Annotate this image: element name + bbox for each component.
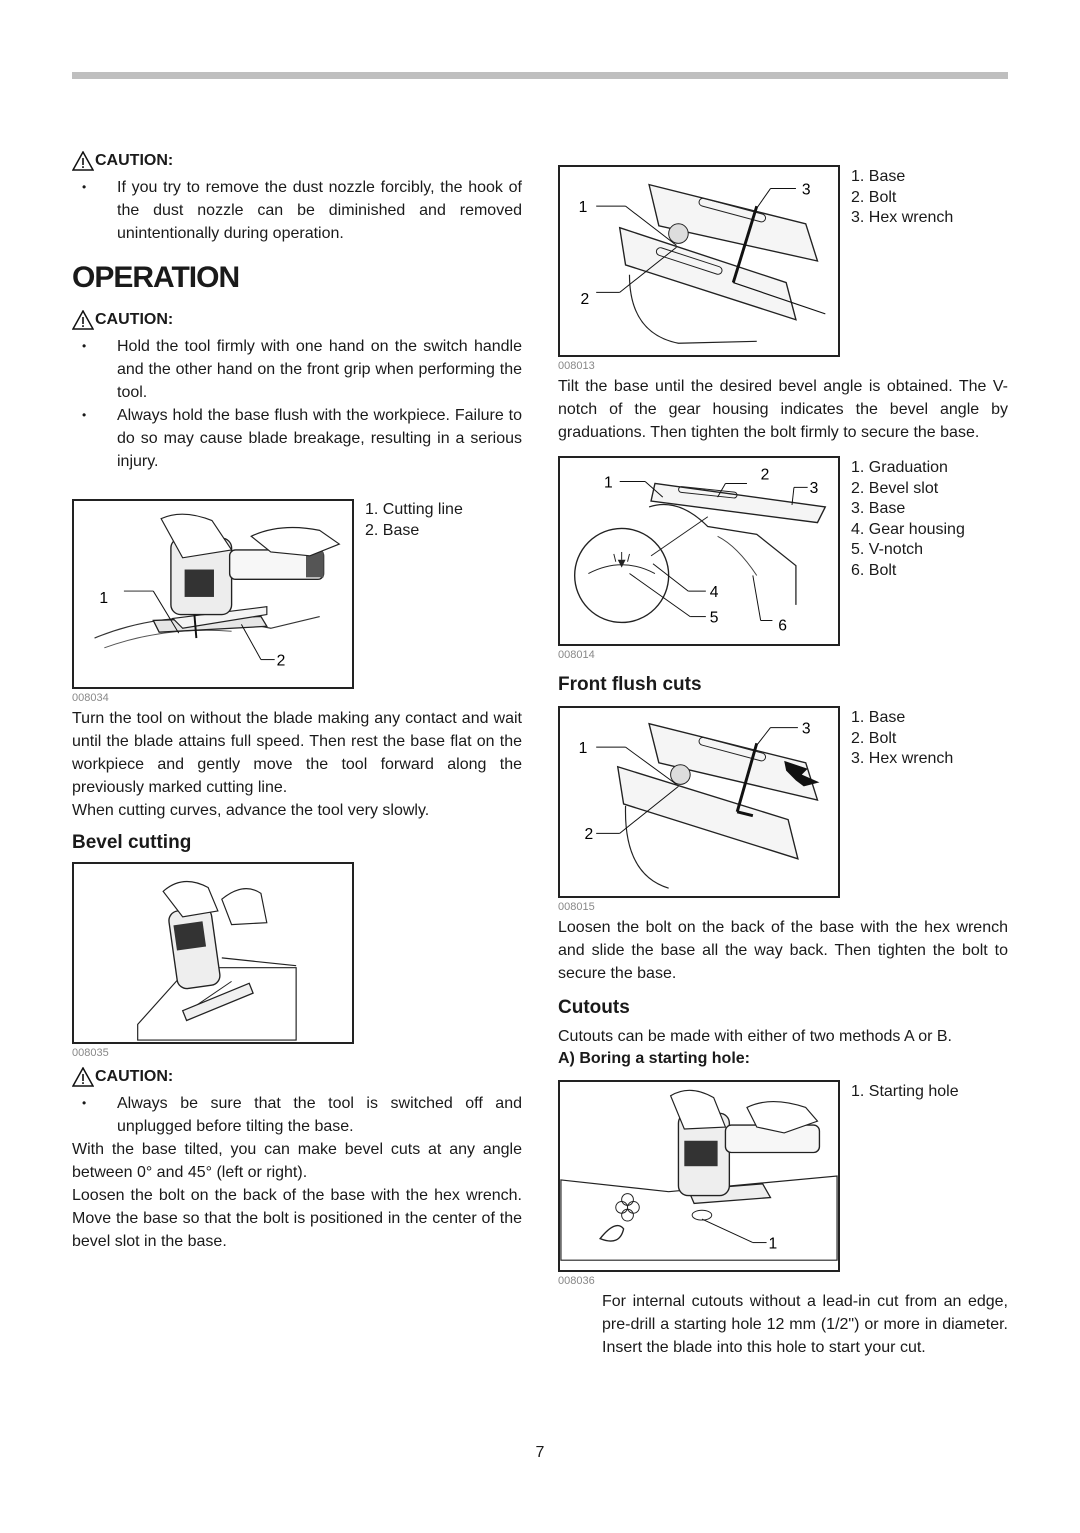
- legend-item: 1. Base: [851, 709, 906, 726]
- jigsaw-bevel-illustration: [137, 881, 297, 1041]
- subsection-title: Front flush cuts: [558, 674, 702, 695]
- callout-1: 1: [769, 1235, 778, 1252]
- figure-legend: 1. Graduation 2. Bevel slot 3. Base 4. G…: [851, 458, 965, 582]
- callout-3: 3: [810, 480, 819, 497]
- legend-item: 1. Base: [851, 168, 906, 185]
- callout-4: 4: [710, 584, 719, 601]
- figure-legend: 1. Cutting line 2. Base: [365, 500, 463, 541]
- caution-label: CAUTION:: [95, 1068, 174, 1085]
- figure-cutting-line: 1 2 1. Cutting line 2. Base: [72, 499, 522, 689]
- callout-1: 1: [604, 474, 613, 491]
- figure-legend: 1. Base 2. Bolt 3. Hex wrench: [851, 708, 953, 770]
- warning-triangle-icon: [72, 310, 94, 330]
- figure-code: 008035: [72, 1047, 109, 1059]
- legend-item: 1. Starting hole: [851, 1083, 959, 1100]
- jigsaw-cutting-illustration: 1 2: [94, 513, 341, 669]
- callout-1: 1: [579, 740, 588, 757]
- subsection-title: Bevel cutting: [72, 832, 192, 853]
- paragraph: Turn the tool on without the blade makin…: [72, 710, 522, 796]
- figure-frame: 1: [558, 1080, 840, 1272]
- paragraph: Cutouts can be made with either of two m…: [558, 1028, 952, 1045]
- figure-legend: 1. Base 2. Bolt 3. Hex wrench: [851, 167, 953, 229]
- warning-triangle-icon: [72, 1067, 94, 1087]
- caution-label: CAUTION:: [95, 152, 174, 169]
- legend-item: 2. Bevel slot: [851, 479, 939, 497]
- caution-item: Hold the tool firmly with one hand on th…: [72, 335, 522, 404]
- legend-item: 2. Bolt: [851, 188, 897, 206]
- legend-item: 2. Base: [365, 521, 420, 539]
- caution-list: Hold the tool firmly with one hand on th…: [72, 335, 522, 473]
- figure-starting-hole: 1 1. Starting hole: [558, 1080, 1008, 1272]
- legend-item: 2. Bolt: [851, 729, 897, 747]
- callout-1: 1: [99, 590, 108, 607]
- figure-bevel-cutting: [72, 862, 354, 1044]
- left-column: CAUTION: If you try to remove the dust n…: [72, 150, 522, 1253]
- callout-1: 1: [579, 199, 588, 216]
- section-title: OPERATION: [72, 261, 240, 294]
- callout-6: 6: [778, 617, 787, 634]
- legend-item: 6. Bolt: [851, 561, 897, 579]
- page-number: 7: [535, 1444, 545, 1461]
- bevel-graduation-illustration: 1 2 3 4 5 6: [573, 467, 827, 634]
- callout-3: 3: [802, 720, 811, 737]
- paragraph: Loosen the bolt on the back of the base …: [72, 1187, 522, 1250]
- caution-label: CAUTION:: [95, 311, 174, 328]
- callout-2: 2: [761, 467, 770, 484]
- paragraph: With the base tilted, you can make bevel…: [72, 1141, 522, 1181]
- callout-2: 2: [581, 291, 590, 308]
- subsection-title: Cutouts: [558, 997, 630, 1018]
- caution-heading: CAUTION:: [72, 150, 522, 172]
- header-rule: [72, 72, 1008, 79]
- base-hex-wrench-illustration: 1 2 3: [579, 181, 826, 344]
- caution-item: If you try to remove the dust nozzle for…: [72, 176, 522, 245]
- caution-list: Always be sure that the tool is switched…: [72, 1092, 522, 1138]
- figure-code: 008014: [558, 649, 595, 661]
- figure-graduation: 1 2 3 4 5 6 1. Graduation 2. Bevel slot …: [558, 456, 1008, 646]
- paragraph: Tilt the base until the desired bevel an…: [558, 378, 1008, 441]
- warning-triangle-icon: [72, 151, 94, 171]
- figure-code: 008013: [558, 360, 595, 372]
- figure-legend: 1. Starting hole: [851, 1082, 959, 1103]
- figure-code: 008034: [72, 692, 109, 704]
- right-column: 1 2 3 1. Base 2. Bolt 3. Hex wrench 0080…: [558, 165, 1008, 1359]
- legend-item: 1. Graduation: [851, 459, 948, 476]
- legend-item: 5. V-notch: [851, 541, 924, 559]
- figure-base-bolt: 1 2 3 1. Base 2. Bolt 3. Hex wrench: [558, 165, 1008, 357]
- legend-item: 3. Hex wrench: [851, 750, 954, 768]
- callout-3: 3: [802, 181, 811, 198]
- front-flush-illustration: 1 2 3: [579, 720, 820, 889]
- figure-frame: 1 2 3: [558, 165, 840, 357]
- caution-item: Always hold the base flush with the work…: [72, 404, 522, 473]
- figure-frame: 1 2 3 4 5 6: [558, 456, 840, 646]
- callout-2: 2: [584, 826, 593, 843]
- legend-item: 3. Base: [851, 500, 906, 518]
- starting-hole-illustration: 1: [560, 1089, 838, 1261]
- figure-code: 008015: [558, 901, 595, 913]
- legend-item: 4. Gear housing: [851, 520, 965, 538]
- callout-5: 5: [710, 609, 719, 626]
- caution-heading: CAUTION:: [72, 1066, 522, 1088]
- caution-list: If you try to remove the dust nozzle for…: [72, 176, 522, 245]
- caution-heading: CAUTION:: [72, 309, 522, 331]
- legend-item: 1. Cutting line: [365, 501, 463, 518]
- figure-code: 008036: [558, 1275, 595, 1287]
- figure-frame: 1 2 3: [558, 706, 840, 898]
- figure-frame: 1 2: [72, 499, 354, 689]
- legend-item: 3. Hex wrench: [851, 209, 954, 227]
- paragraph: Loosen the bolt on the back of the base …: [558, 919, 1008, 982]
- method-title: A) Boring a starting hole:: [558, 1050, 750, 1067]
- caution-item: Always be sure that the tool is switched…: [72, 1092, 522, 1138]
- figure-front-flush: 1 2 3 1. Base 2. Bolt 3. Hex wrench: [558, 706, 1008, 898]
- paragraph: For internal cutouts without a lead-in c…: [602, 1293, 1008, 1356]
- paragraph: When cutting curves, advance the tool ve…: [72, 802, 430, 819]
- callout-2: 2: [277, 652, 286, 669]
